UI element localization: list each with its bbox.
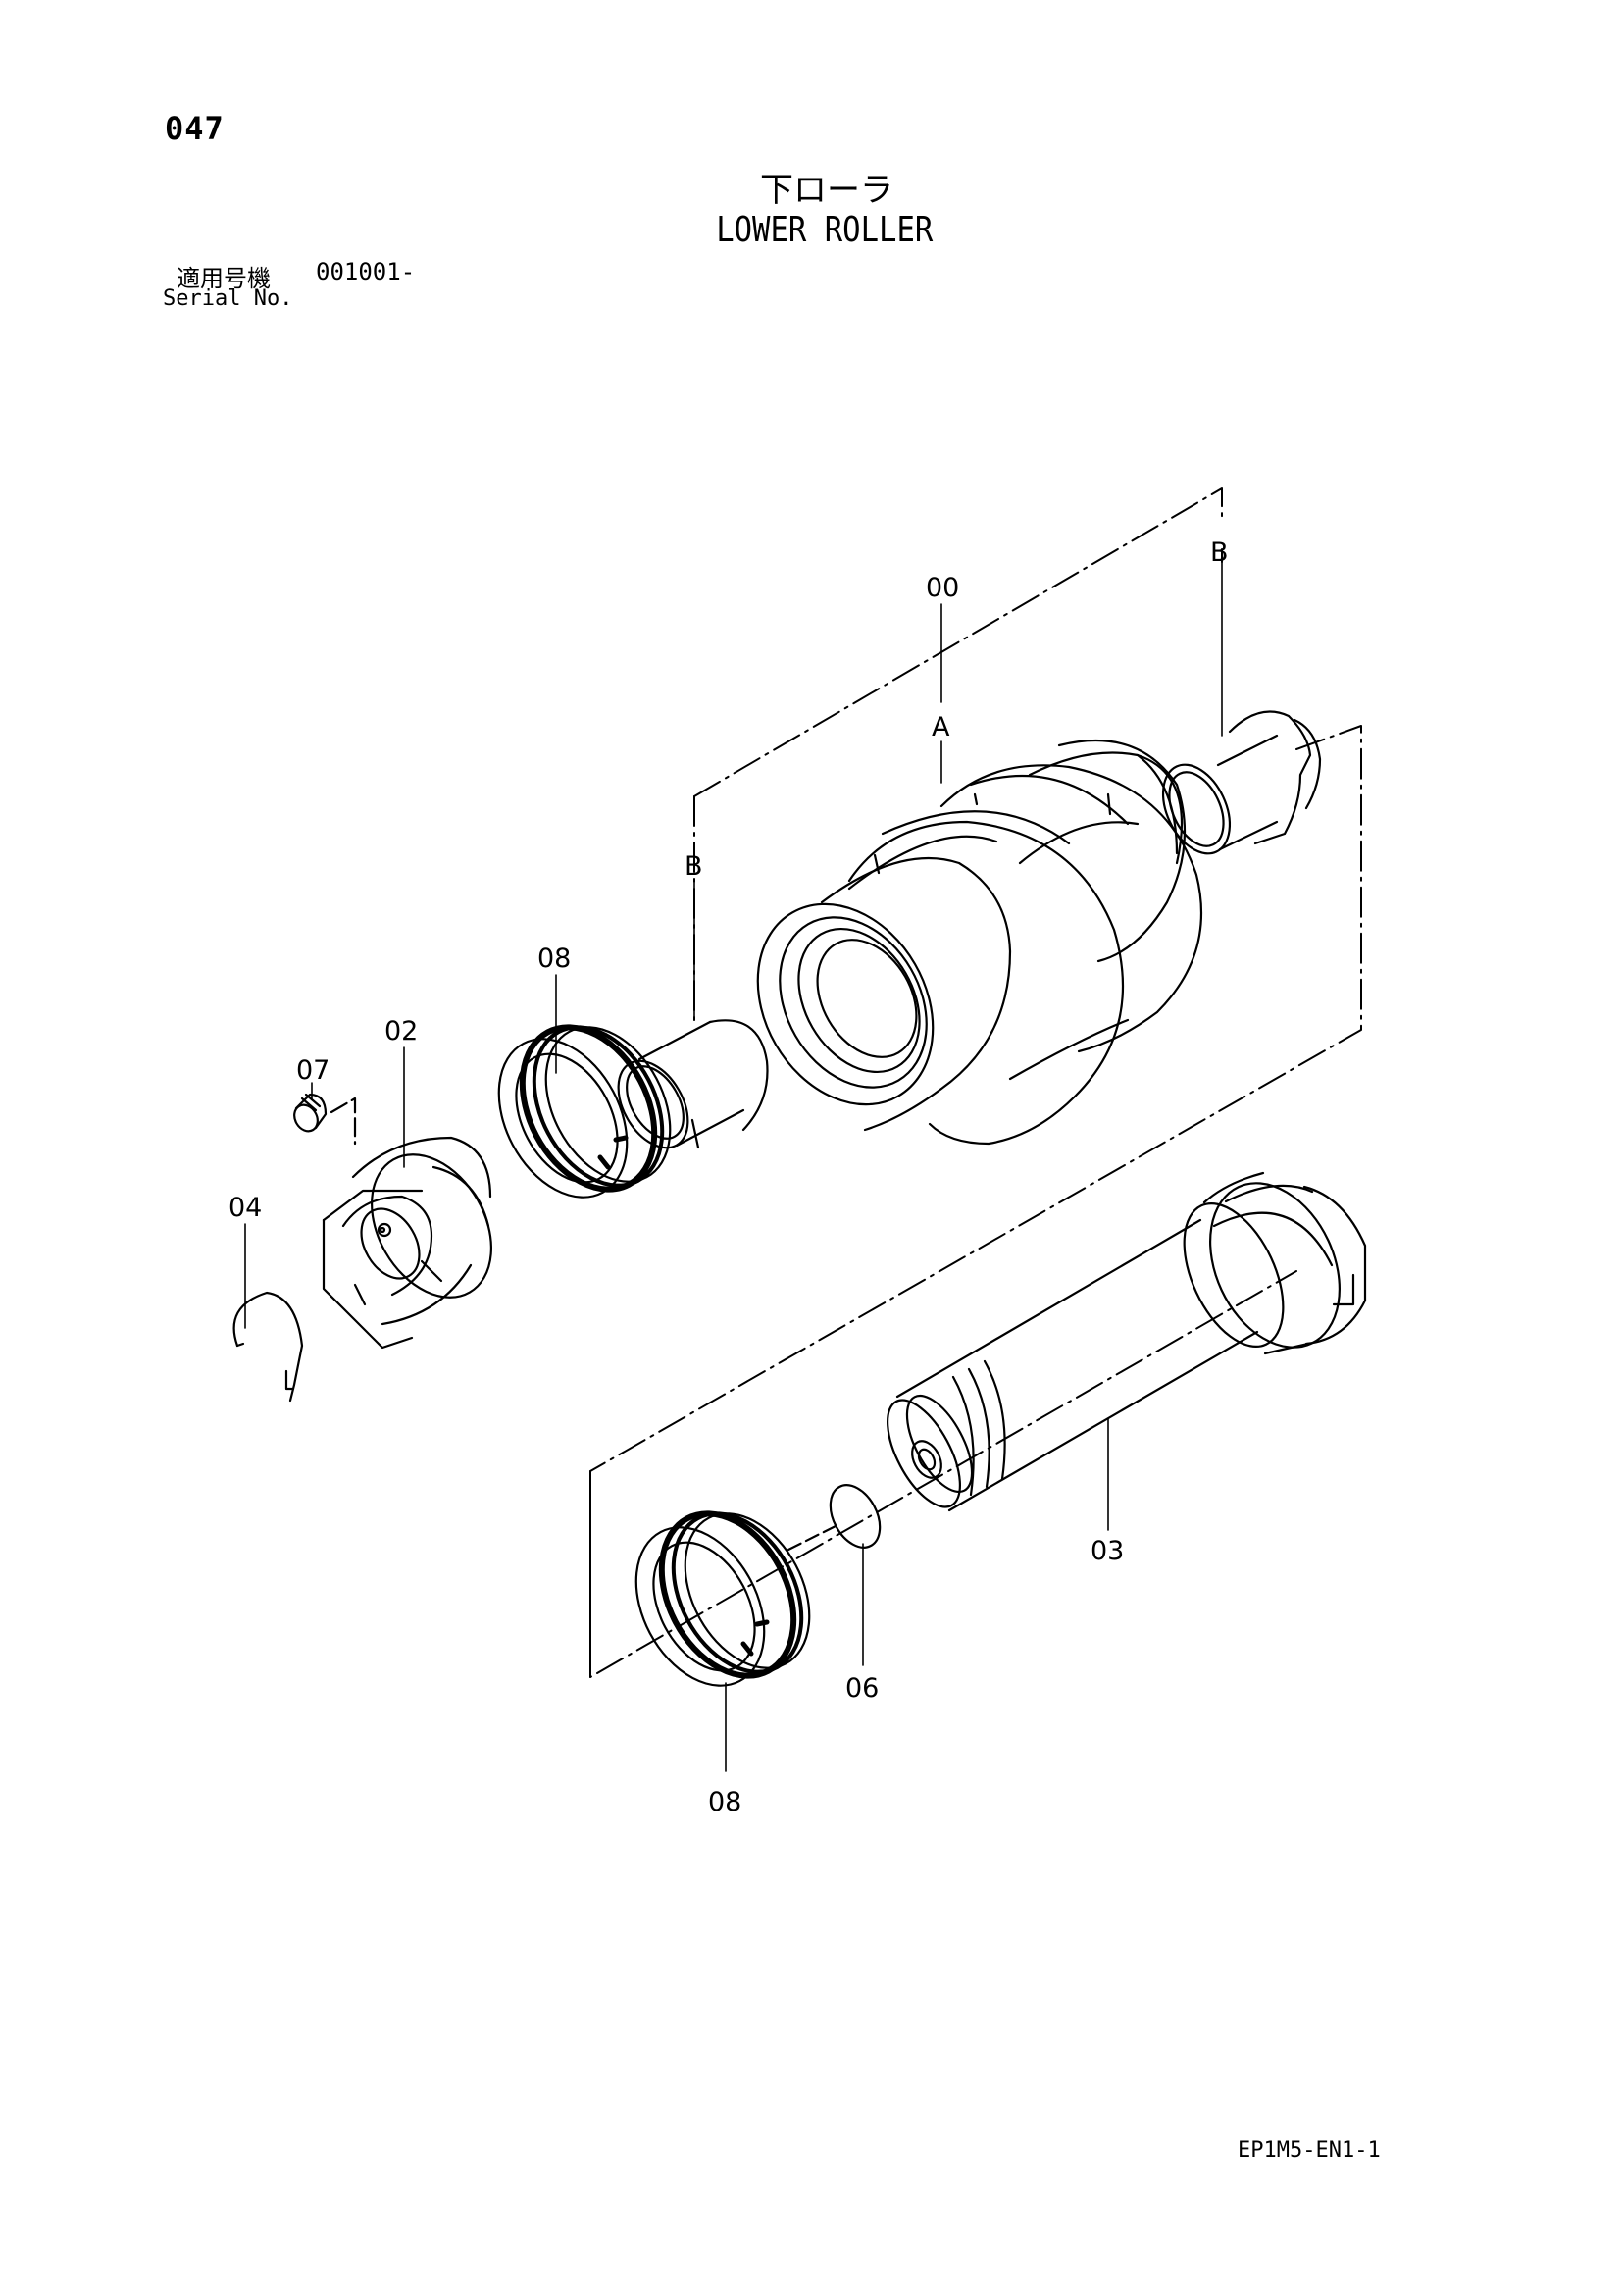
callout-03: 03 [1091,1536,1124,1566]
callout-B-right: B [1210,537,1229,568]
callout-02: 02 [384,1016,418,1046]
assembly-phantom-lines [589,487,1362,1678]
serial-label: Serial No. [163,286,293,311]
floating-seal-part-08-bottom [634,1510,811,1687]
callout-B-left: B [685,851,703,882]
plug-part-07 [293,1093,357,1146]
page-number: 047 [165,110,225,147]
o-ring-part-06 [787,1484,882,1552]
leader-lines [244,560,1223,1772]
end-collar-part-02 [322,1136,492,1350]
shaft-part-03 [886,1171,1367,1512]
callout-07: 07 [296,1055,330,1086]
callout-06: 06 [845,1673,879,1704]
bushing-left [617,1019,769,1149]
serial-label-japanese: 適用号機 [177,265,271,292]
callout-04: 04 [228,1193,262,1223]
snap-ring-part-04 [232,1291,304,1403]
serial-number-value: 001001- [316,258,416,285]
page-title-japanese: 下ローラ [760,171,893,210]
page-title: LOWER ROLLER [716,210,934,250]
callout-08-top: 08 [537,944,571,974]
floating-seal-part-08-top [497,1024,672,1199]
callout-labels: 00 A B B 08 02 07 04 03 06 08 [228,537,1229,1817]
callout-00: 00 [926,573,959,603]
callout-08-bottom: 08 [708,1787,741,1817]
bushing-right [1161,710,1322,855]
callout-A: A [932,712,950,742]
document-code: EP1M5-EN1-1 [1238,2138,1381,2163]
roller-body-part-00 [756,739,1203,1146]
